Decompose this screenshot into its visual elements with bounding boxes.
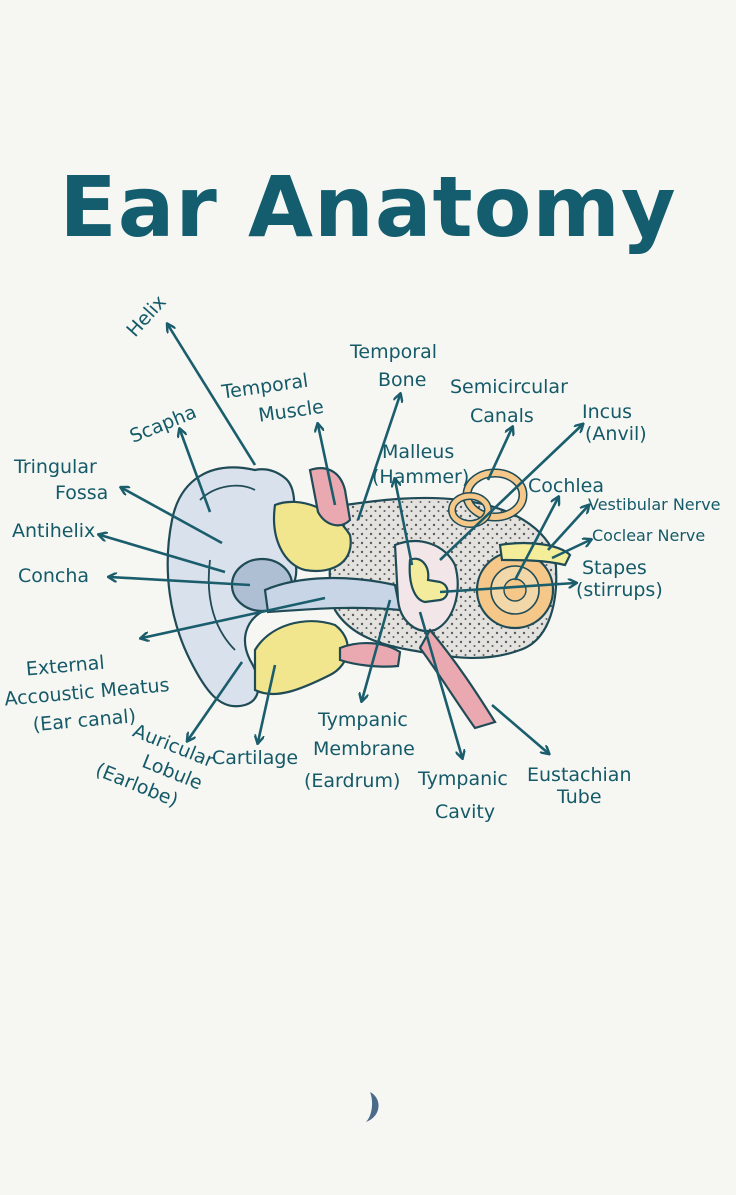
label-stapes: Stapes (stirrups) xyxy=(576,557,663,601)
label-cochlea: Cochlea xyxy=(528,475,604,497)
page-title: Ear Anatomy xyxy=(59,158,677,256)
label-incus: Incus (Anvil) xyxy=(582,401,647,445)
lower-cartilage xyxy=(253,620,349,696)
loading-moon-icon xyxy=(366,1092,379,1122)
label-cartilage: Cartilage xyxy=(212,747,298,769)
label-antihelix: Antihelix xyxy=(12,520,95,542)
label-semicircular-canals: Semicircular Canals xyxy=(450,376,574,427)
label-external-acoustic-meatus: External Accoustic Meatus (Ear canal) xyxy=(1,646,179,739)
label-helix: Helix xyxy=(122,291,170,341)
label-tympanic-cavity: Tympanic Cavity xyxy=(417,768,514,823)
label-vestibular-nerve: Vestibular Nerve xyxy=(588,495,721,514)
cochlea-shape xyxy=(475,550,555,630)
label-temporal-bone: Temporal Bone xyxy=(349,341,443,391)
label-concha: Concha xyxy=(18,565,89,587)
lower-muscle xyxy=(338,641,402,668)
eustachian-tube-shape xyxy=(418,628,497,730)
semicircular-canals-shape xyxy=(448,468,528,528)
label-scapha: Scapha xyxy=(127,401,200,448)
label-tympanic-membrane: Tympanic Membrane (Eardrum) xyxy=(304,709,421,792)
label-eustachian-tube: Eustachian Tube xyxy=(527,764,638,808)
label-malleus: Malleus (Hammer) xyxy=(372,441,469,488)
nerve-shape xyxy=(498,541,572,567)
label-tringular-fossa: Tringular Fossa xyxy=(13,456,108,504)
label-coclear-nerve: Coclear Nerve xyxy=(592,526,705,545)
temporal-muscle-shape xyxy=(308,467,352,527)
label-temporal-muscle: Temporal Muscle xyxy=(219,368,325,431)
